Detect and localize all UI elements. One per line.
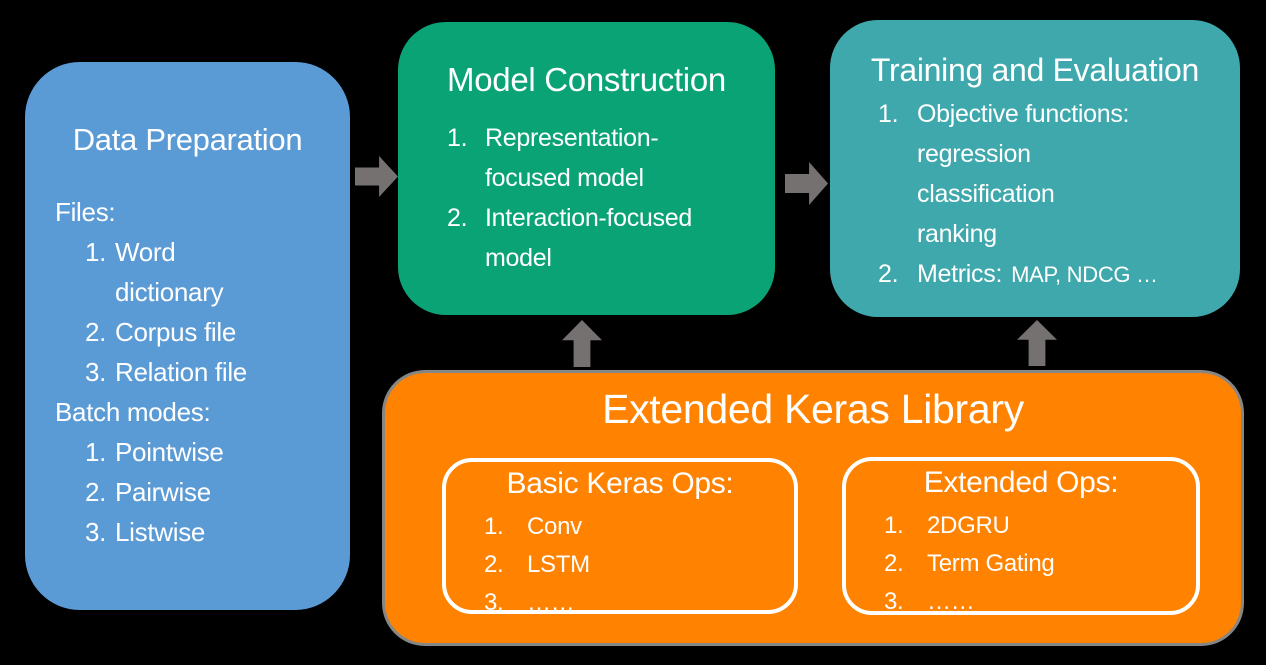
- list-label: Batch modes:: [25, 392, 350, 432]
- keras-library-box: Extended Keras Library Basic Keras Ops: …: [385, 373, 1241, 643]
- list-item-continuation: model: [398, 238, 775, 278]
- list-item-number: 3.: [484, 589, 504, 616]
- list-item: 2. Corpus file: [25, 312, 350, 352]
- list-item-number: 1.: [484, 513, 504, 540]
- list-item-number: 3.: [85, 517, 107, 547]
- list-item-continuation: ranking: [830, 214, 1240, 254]
- list-item-number: 1.: [85, 437, 107, 467]
- list-item: 1. Objective functions:: [830, 94, 1240, 134]
- list-item: 2. LSTM: [446, 546, 794, 584]
- list-item-number: 2.: [484, 551, 504, 578]
- model-construction-box: Model Construction 1. Representation- foc…: [398, 22, 775, 315]
- list-item-text: Word: [115, 237, 176, 267]
- data-preparation-title: Data Preparation: [72, 122, 303, 157]
- list-item: 3. Relation file: [25, 352, 350, 392]
- list-item-number: 3.: [85, 357, 107, 387]
- list-item-text: Metrics:: [917, 260, 1003, 288]
- basic-keras-ops-list: 1. Conv 2. LSTM 3. ……: [446, 508, 794, 622]
- list-item-text: dictionary: [115, 277, 224, 307]
- list-item-text: classification: [917, 180, 1055, 208]
- list-item: 1. Pointwise: [25, 432, 350, 472]
- extended-ops-title: Extended Ops:: [923, 466, 1119, 499]
- list-item-text: 2DGRU: [927, 512, 1010, 539]
- list-item-text: ……: [527, 589, 575, 616]
- list-item-number: 2.: [447, 204, 468, 232]
- list-item-number: 2.: [85, 317, 107, 347]
- list-item-text: Objective functions:: [917, 100, 1130, 128]
- metrics-line: 2. Metrics: MAP, NDCG …: [830, 254, 1240, 295]
- list-item-text: ……: [927, 588, 975, 615]
- list-item-number: 2.: [878, 260, 899, 288]
- list-item-text: Pairwise: [115, 477, 211, 507]
- list-item-text: LSTM: [527, 551, 590, 578]
- list-item: 2. Pairwise: [25, 472, 350, 512]
- list-item-number: 1.: [85, 237, 107, 267]
- list-label: Files:: [25, 192, 350, 232]
- list-item: 1. 2DGRU: [846, 507, 1196, 545]
- arrow-up-icon: [1017, 320, 1057, 366]
- list-item: 3. ……: [446, 584, 794, 622]
- list-item: 2. Interaction-focused: [398, 198, 775, 238]
- model-construction-title: Model Construction: [447, 61, 726, 98]
- basic-keras-ops-box: Basic Keras Ops: 1. Conv 2. LSTM 3. ……: [442, 458, 798, 616]
- list-item-text: Term Gating: [927, 550, 1055, 577]
- list-item: 1. Representation-: [398, 118, 775, 158]
- arrow-right-icon: [355, 156, 398, 197]
- list-item-text: model: [485, 244, 552, 272]
- model-construction-list: 1. Representation- focused model 2. Intera…: [398, 118, 775, 278]
- list-item-text: Interaction-focused: [485, 204, 692, 232]
- extended-ops-box: Extended Ops: 1. 2DGRU 2. Term Gating 3. ……: [842, 457, 1200, 615]
- list-item-number: 3.: [884, 588, 904, 615]
- extended-ops-list: 1. 2DGRU 2. Term Gating 3. ……: [846, 507, 1196, 621]
- data-preparation-list: Files: 1. Word dictionary 2. Corpus file 3…: [25, 192, 350, 552]
- list-item-text: Relation file: [115, 357, 247, 387]
- list-item-text: Listwise: [115, 517, 206, 547]
- list-item: 3. ……: [846, 583, 1196, 621]
- arrow-right-icon: [785, 162, 828, 205]
- arrow-up-icon: [562, 320, 602, 367]
- list-item-number: 2.: [884, 550, 904, 577]
- list-item-number: 1.: [447, 124, 468, 152]
- list-item-text: Representation-: [485, 124, 659, 152]
- list-item-number: 1.: [884, 512, 904, 539]
- list-label-text: Files:: [55, 197, 116, 227]
- list-item-number: 1.: [878, 100, 899, 128]
- keras-library-title: Extended Keras Library: [602, 386, 1024, 432]
- list-item: 1. Word: [25, 232, 350, 272]
- list-item: 2. Term Gating: [846, 545, 1196, 583]
- list-item-text: regression: [917, 140, 1031, 168]
- list-item-continuation: regression: [830, 134, 1240, 174]
- list-item-continuation: classification: [830, 174, 1240, 214]
- list-item-number: 2.: [85, 477, 107, 507]
- list-item-text: Pointwise: [115, 437, 224, 467]
- list-item: 3. Listwise: [25, 512, 350, 552]
- data-preparation-box: Data Preparation Files: 1. Word dictionar…: [25, 62, 350, 610]
- list-item-text: Conv: [527, 513, 582, 540]
- basic-keras-ops-title: Basic Keras Ops:: [506, 467, 734, 500]
- list-item-text: Corpus file: [115, 317, 236, 347]
- metrics-values-text: MAP, NDCG …: [1011, 262, 1158, 287]
- training-evaluation-box: Training and Evaluation 1. Objective func…: [830, 20, 1240, 317]
- training-evaluation-list: 1. Objective functions: regression classi…: [830, 94, 1240, 295]
- training-evaluation-title: Training and Evaluation: [870, 52, 1200, 88]
- list-item-continuation: dictionary: [25, 272, 350, 312]
- list-item: 1. Conv: [446, 508, 794, 546]
- list-item-text: focused model: [485, 164, 644, 192]
- list-item-text: ranking: [917, 220, 997, 248]
- list-label-text: Batch modes:: [55, 397, 211, 427]
- list-item-continuation: focused model: [398, 158, 775, 198]
